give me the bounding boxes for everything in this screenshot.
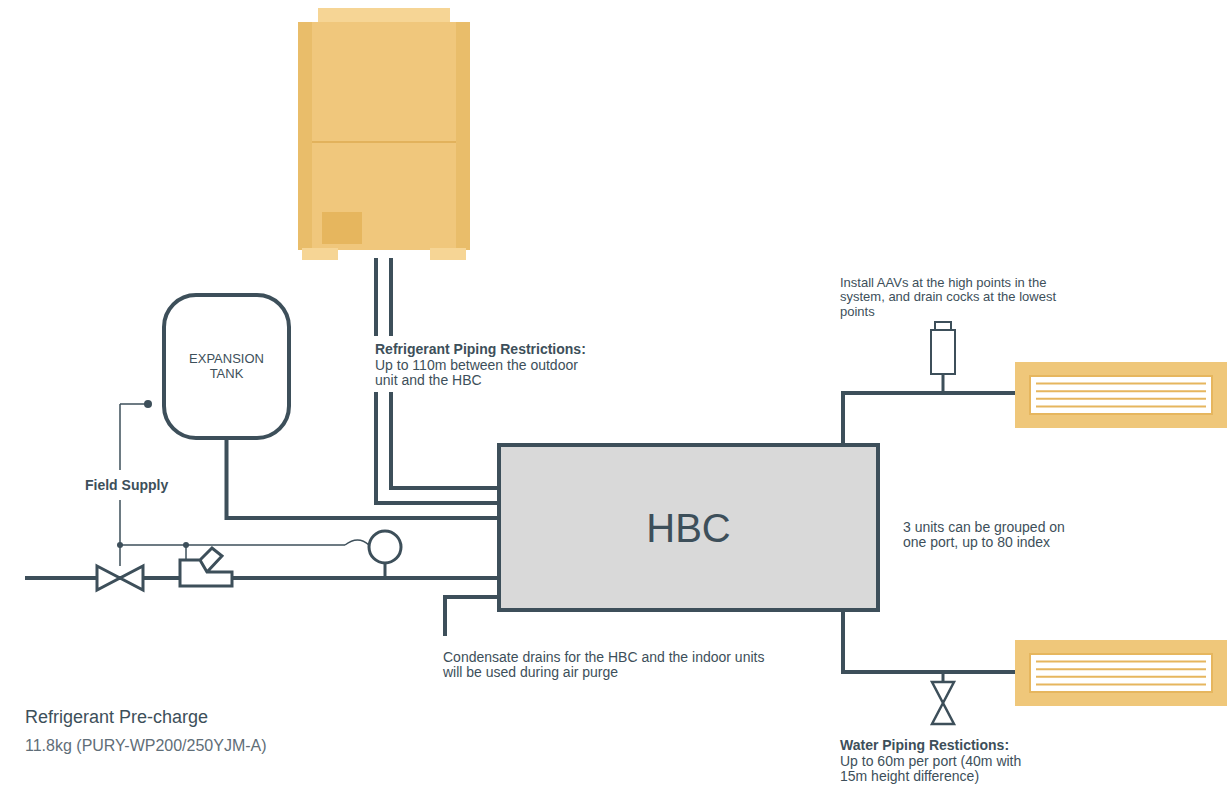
drawing-part [935, 322, 951, 330]
drawing-part [298, 22, 470, 250]
expansion-tank: EXPANSION TANK [162, 293, 291, 440]
drawing-part [942, 374, 945, 393]
drawing-part [389, 258, 393, 336]
drawing-part [302, 248, 338, 260]
hbc-box: HBC [497, 443, 880, 612]
drawing-part [384, 563, 387, 578]
fin-line [1036, 661, 1206, 663]
drawing-part [843, 393, 1015, 443]
drawing-part [1015, 362, 1227, 428]
drawing-part [180, 548, 232, 586]
drawing-part [456, 22, 470, 250]
drawing-part [183, 542, 189, 548]
note-text: Install AAVs at the high points in the s… [840, 276, 1065, 319]
drawing-part [345, 540, 369, 545]
callout-heading: Water Piping Restictions: [840, 738, 1100, 753]
info-heading: Refrigerant Pre-charge [25, 708, 325, 728]
drawing-part [119, 500, 121, 566]
drawing-part [942, 672, 945, 682]
fin-line [1036, 668, 1206, 670]
drawing-part [322, 212, 362, 244]
drawing-part [1030, 376, 1212, 414]
fin-line [1036, 676, 1206, 678]
drawing-part [117, 542, 123, 548]
drawing-part [119, 404, 121, 470]
condensate-drain [445, 597, 497, 636]
node-text: EXPANSION TANK [172, 352, 281, 382]
drawing-part [430, 248, 466, 260]
drawing-part [120, 544, 345, 546]
drawing-part [391, 392, 497, 488]
fin-line [1036, 383, 1206, 385]
fin-line [1036, 683, 1206, 685]
drawing-part [144, 400, 152, 408]
drawing-part [369, 531, 401, 563]
fin-line [1036, 405, 1206, 407]
drawing-part [318, 8, 450, 24]
outdoor-unit [298, 8, 470, 260]
drawing-part [120, 403, 146, 405]
info-text: 11.8kg (PURY-WP200/250YJM-A) [25, 737, 345, 755]
drawing-part [298, 22, 312, 250]
fin-line [1036, 398, 1206, 400]
drawing-part [1030, 654, 1212, 692]
callout-text: Up to 60m per port (40m with 15m height … [840, 754, 1030, 785]
fin-line [1036, 390, 1206, 392]
node-text: HBC [646, 505, 730, 551]
drawing-part [97, 566, 143, 590]
drawing-part [932, 682, 954, 724]
note-text: Condensate drains for the HBC and the in… [443, 650, 773, 681]
drawing-part [1015, 640, 1227, 706]
drawing-part [931, 330, 955, 374]
note-text: 3 units can be grouped on one port, up t… [903, 520, 1075, 551]
drawing-part [376, 392, 497, 503]
callout-heading: Refrigerant Piping Restrictions: [375, 342, 655, 357]
pipe-connector [227, 440, 498, 518]
field-supply-label: Field Supply [85, 478, 185, 493]
drawing-part [312, 141, 456, 143]
drawing-part [374, 258, 378, 336]
drawing-part [843, 612, 1015, 672]
callout-text: Up to 110m between the outdoor unit and … [375, 358, 597, 389]
